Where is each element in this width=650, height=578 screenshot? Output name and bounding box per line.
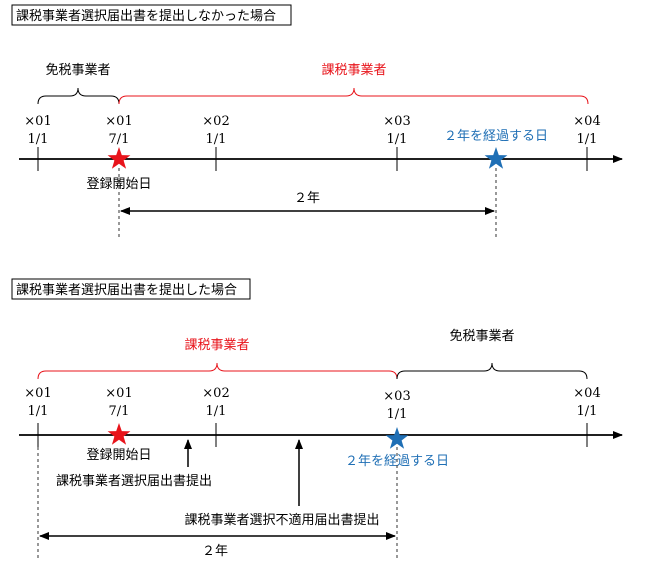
period-label-taxable: 課税事業者 [321,62,386,78]
tick-date: 1/1 [206,404,227,419]
marker-label-two-years: ２年を経過する日 [444,129,548,144]
period-label-taxable: 課税事業者 [184,337,249,353]
tick-date: 1/1 [28,404,49,419]
diagram-heading: 課税事業者選択届出書を提出した場合 [16,282,237,298]
diagram-with-election: 課税事業者選択届出書を提出した場合 課税事業者 免税事業者 ×01 1/1 ×0… [11,278,623,559]
tick-year: ×02 [202,386,229,401]
registration-start-star-icon [107,147,131,169]
tick-year: ×01 [24,386,51,401]
span-label: ２年 [294,191,320,206]
marker-label-two-years: ２年を経過する日 [345,454,449,469]
registration-start-star-icon [107,423,131,445]
brace-exempt [396,362,588,380]
marker-label-registration: 登録開始日 [86,177,151,192]
tick-year: ×03 [383,114,410,129]
tick-year: ×04 [573,114,600,129]
tick-date: 1/1 [577,404,598,419]
diagram-no-election: 課税事業者選択届出書を提出しなかった場合 免税事業者 課税事業者 ×01 1/1… [11,4,623,237]
brace-taxable [37,362,398,380]
heading-box [11,4,292,26]
tick-date: 1/1 [577,132,598,147]
two-years-star-icon [385,427,409,449]
tick-year: ×01 [105,114,132,129]
tick-date: 1/1 [387,132,408,147]
heading-box [11,278,251,300]
tick-date: 7/1 [109,132,130,147]
marker-label-registration: 登録開始日 [86,448,151,463]
brace-taxable [118,87,589,105]
tick-date: 1/1 [387,407,408,422]
tick-date: 7/1 [109,404,130,419]
brace-exempt [37,87,120,105]
period-label-exempt: 免税事業者 [45,62,110,78]
event-label-election: 課税事業者選択届出書提出 [56,473,212,489]
tick-date: 1/1 [206,132,227,147]
span-label: ２年 [202,544,228,559]
tick-year: ×01 [24,114,51,129]
tick-year: ×04 [573,386,600,401]
event-label-withdrawal: 課税事業者選択不適用届出書提出 [184,512,379,528]
diagram-heading: 課税事業者選択届出書を提出しなかった場合 [16,8,276,24]
period-label-exempt: 免税事業者 [449,328,514,344]
tick-year: ×01 [105,386,132,401]
two-years-star-icon [484,147,508,169]
tick-year: ×03 [383,389,410,404]
tick-year: ×02 [202,114,229,129]
tick-date: 1/1 [28,132,49,147]
